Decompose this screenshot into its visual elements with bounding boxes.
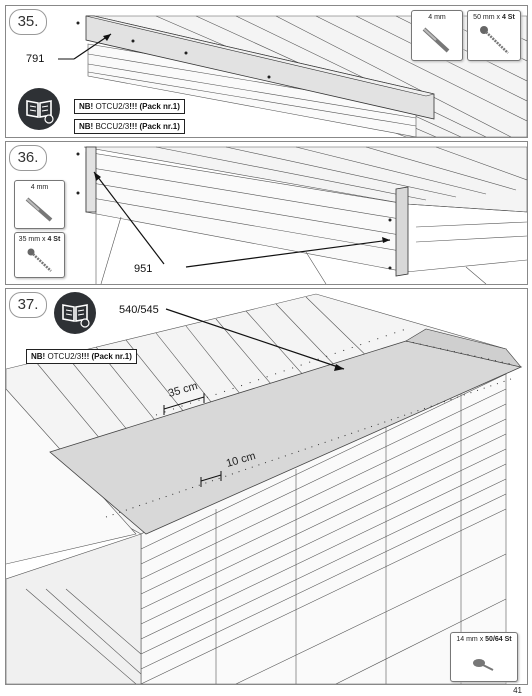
part-label-540-545: 540/545 bbox=[119, 304, 159, 316]
nb-prefix: NB! bbox=[31, 352, 46, 361]
nb-part: OTCU2/3 bbox=[93, 102, 130, 111]
nb-bang: !!! bbox=[81, 352, 90, 361]
nb-bang: !!! bbox=[129, 122, 138, 131]
hardware-label: 35 mm x 4 St bbox=[15, 236, 64, 243]
hardware-screw-50mm: 50 mm x 4 St bbox=[467, 10, 521, 61]
hardware-drill-4mm: 4 mm bbox=[411, 10, 463, 61]
nb-pack: (Pack nr.1) bbox=[137, 102, 180, 111]
nb-prefix: NB! bbox=[79, 122, 94, 131]
qty-prefix: 50 mm x bbox=[473, 14, 502, 21]
step-number: 36. bbox=[9, 145, 47, 171]
hardware-label: 50 mm x 4 St bbox=[468, 14, 520, 21]
nb-bang: !!! bbox=[129, 102, 138, 111]
qty-count: 4 St bbox=[501, 14, 515, 21]
hardware-label: 4 mm bbox=[428, 14, 446, 21]
nb-part: BCCU2/3 bbox=[93, 122, 130, 131]
step-36-illustration bbox=[76, 146, 527, 284]
hardware-screw-35mm: 35 mm x 4 St bbox=[14, 232, 65, 278]
step-37-panel: 37. 540/545 NB! OTCU2/3!!! (Pack nr.1) 3… bbox=[5, 288, 528, 685]
qty-prefix: 14 mm x bbox=[456, 636, 486, 643]
screw-icon bbox=[480, 26, 509, 54]
qty-count: 50/64 St bbox=[485, 636, 512, 643]
nb-note-otcu: NB! OTCU2/3!!! (Pack nr.1) bbox=[74, 99, 185, 114]
qty-prefix: 35 mm x bbox=[18, 236, 48, 243]
step-36-panel: 36. 951 4 mm 35 mm x 4 St bbox=[5, 141, 528, 285]
step-number: 37. bbox=[9, 292, 47, 318]
roofing-nail-icon bbox=[473, 659, 494, 671]
page-number: 41 bbox=[513, 686, 522, 695]
step-35-panel: 35. 791 NB! OTCU2/3!!! (Pack nr.1) NB! B… bbox=[5, 5, 528, 138]
nb-pack: (Pack nr.1) bbox=[137, 122, 180, 131]
nb-prefix: NB! bbox=[79, 102, 94, 111]
nb-pack: (Pack nr.1) bbox=[89, 352, 132, 361]
screw-icon bbox=[27, 248, 52, 272]
hardware-drill-4mm: 4 mm bbox=[14, 180, 65, 229]
drill-bit-icon bbox=[422, 27, 450, 53]
step-number: 35. bbox=[9, 9, 47, 35]
part-label-951: 951 bbox=[134, 263, 153, 275]
manual-book-icon bbox=[54, 292, 96, 334]
nb-note-otcu: NB! OTCU2/3!!! (Pack nr.1) bbox=[26, 349, 137, 364]
part-label-791: 791 bbox=[26, 53, 45, 65]
qty-count: 4 St bbox=[47, 236, 61, 243]
drill-bit-icon bbox=[25, 197, 53, 222]
manual-book-icon bbox=[18, 88, 60, 130]
hardware-roofing-nail: 14 mm x 50/64 St bbox=[450, 632, 518, 682]
hardware-label: 14 mm x 50/64 St bbox=[451, 636, 517, 643]
nb-part: OTCU2/3 bbox=[45, 352, 82, 361]
nb-note-bccu: NB! BCCU2/3!!! (Pack nr.1) bbox=[74, 119, 185, 134]
hardware-label: 4 mm bbox=[30, 184, 49, 191]
